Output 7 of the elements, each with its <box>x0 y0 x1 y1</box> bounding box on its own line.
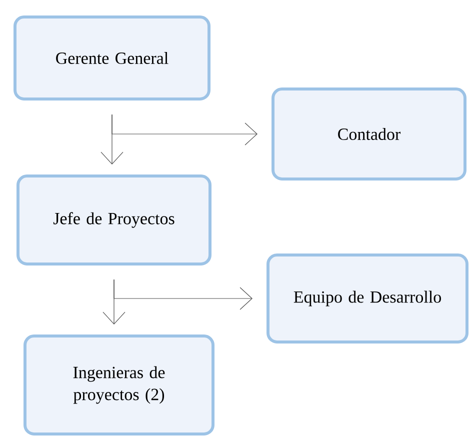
org-box: Gerente General <box>14 16 210 100</box>
org-box: Equipo de Desarrollo <box>266 254 468 344</box>
org-box: Jefe de Proyectos <box>16 174 212 266</box>
arrow <box>114 279 252 310</box>
org-box: Contador <box>272 88 466 180</box>
arrow <box>112 114 258 146</box>
org-box: Ingenieras de proyectos (2) <box>24 334 214 436</box>
